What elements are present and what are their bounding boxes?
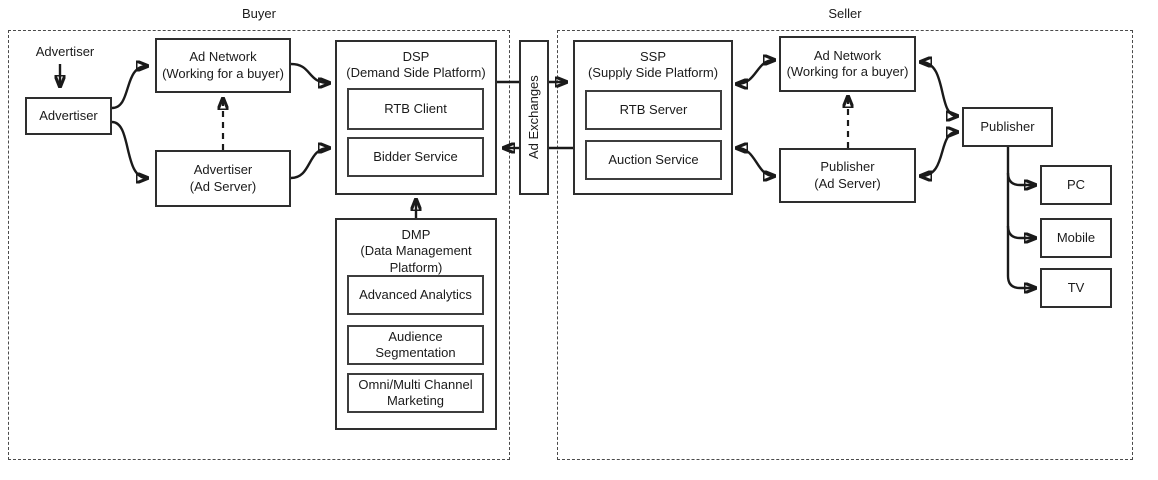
ad-exchanges-label: Ad Exchanges	[525, 75, 541, 160]
node-mobile: Mobile	[1040, 218, 1112, 258]
node-ad-network-buyer: Ad Network (Working for a buyer)	[155, 38, 291, 93]
node-publisher-ad-server: Publisher (Ad Server)	[779, 148, 916, 203]
node-rtb-server: RTB Server	[585, 90, 722, 130]
node-ssp: SSP (Supply Side Platform) RTB Server Au…	[573, 40, 733, 195]
node-omni-channel-marketing: Omni/Multi Channel Marketing	[347, 373, 484, 413]
node-pc: PC	[1040, 165, 1112, 205]
ssp-title: SSP (Supply Side Platform)	[587, 49, 719, 81]
dmp-title: DMP (Data Management Platform)	[360, 227, 472, 275]
node-advanced-analytics: Advanced Analytics	[347, 275, 484, 315]
node-audience-segmentation: Audience Segmentation	[347, 325, 484, 365]
node-tv: TV	[1040, 268, 1112, 308]
node-ad-exchanges: Ad Exchanges	[519, 40, 549, 195]
seller-group-frame	[557, 30, 1133, 460]
node-advertiser-ad-server: Advertiser (Ad Server)	[155, 150, 291, 207]
seller-group-label: Seller	[828, 6, 862, 21]
node-dsp: DSP (Demand Side Platform) RTB Client Bi…	[335, 40, 497, 195]
node-bidder-service: Bidder Service	[347, 137, 484, 177]
dsp-title: DSP (Demand Side Platform)	[346, 49, 486, 81]
node-publisher: Publisher	[962, 107, 1053, 147]
buyer-group-label: Buyer	[242, 6, 276, 21]
node-dmp: DMP (Data Management Platform) Advanced …	[335, 218, 497, 430]
node-advertiser: Advertiser	[25, 97, 112, 135]
advertiser-caption: Advertiser	[35, 44, 95, 59]
buyer-group-frame	[8, 30, 510, 460]
node-rtb-client: RTB Client	[347, 88, 484, 130]
node-ad-network-seller: Ad Network (Working for a buyer)	[779, 36, 916, 92]
node-auction-service: Auction Service	[585, 140, 722, 180]
